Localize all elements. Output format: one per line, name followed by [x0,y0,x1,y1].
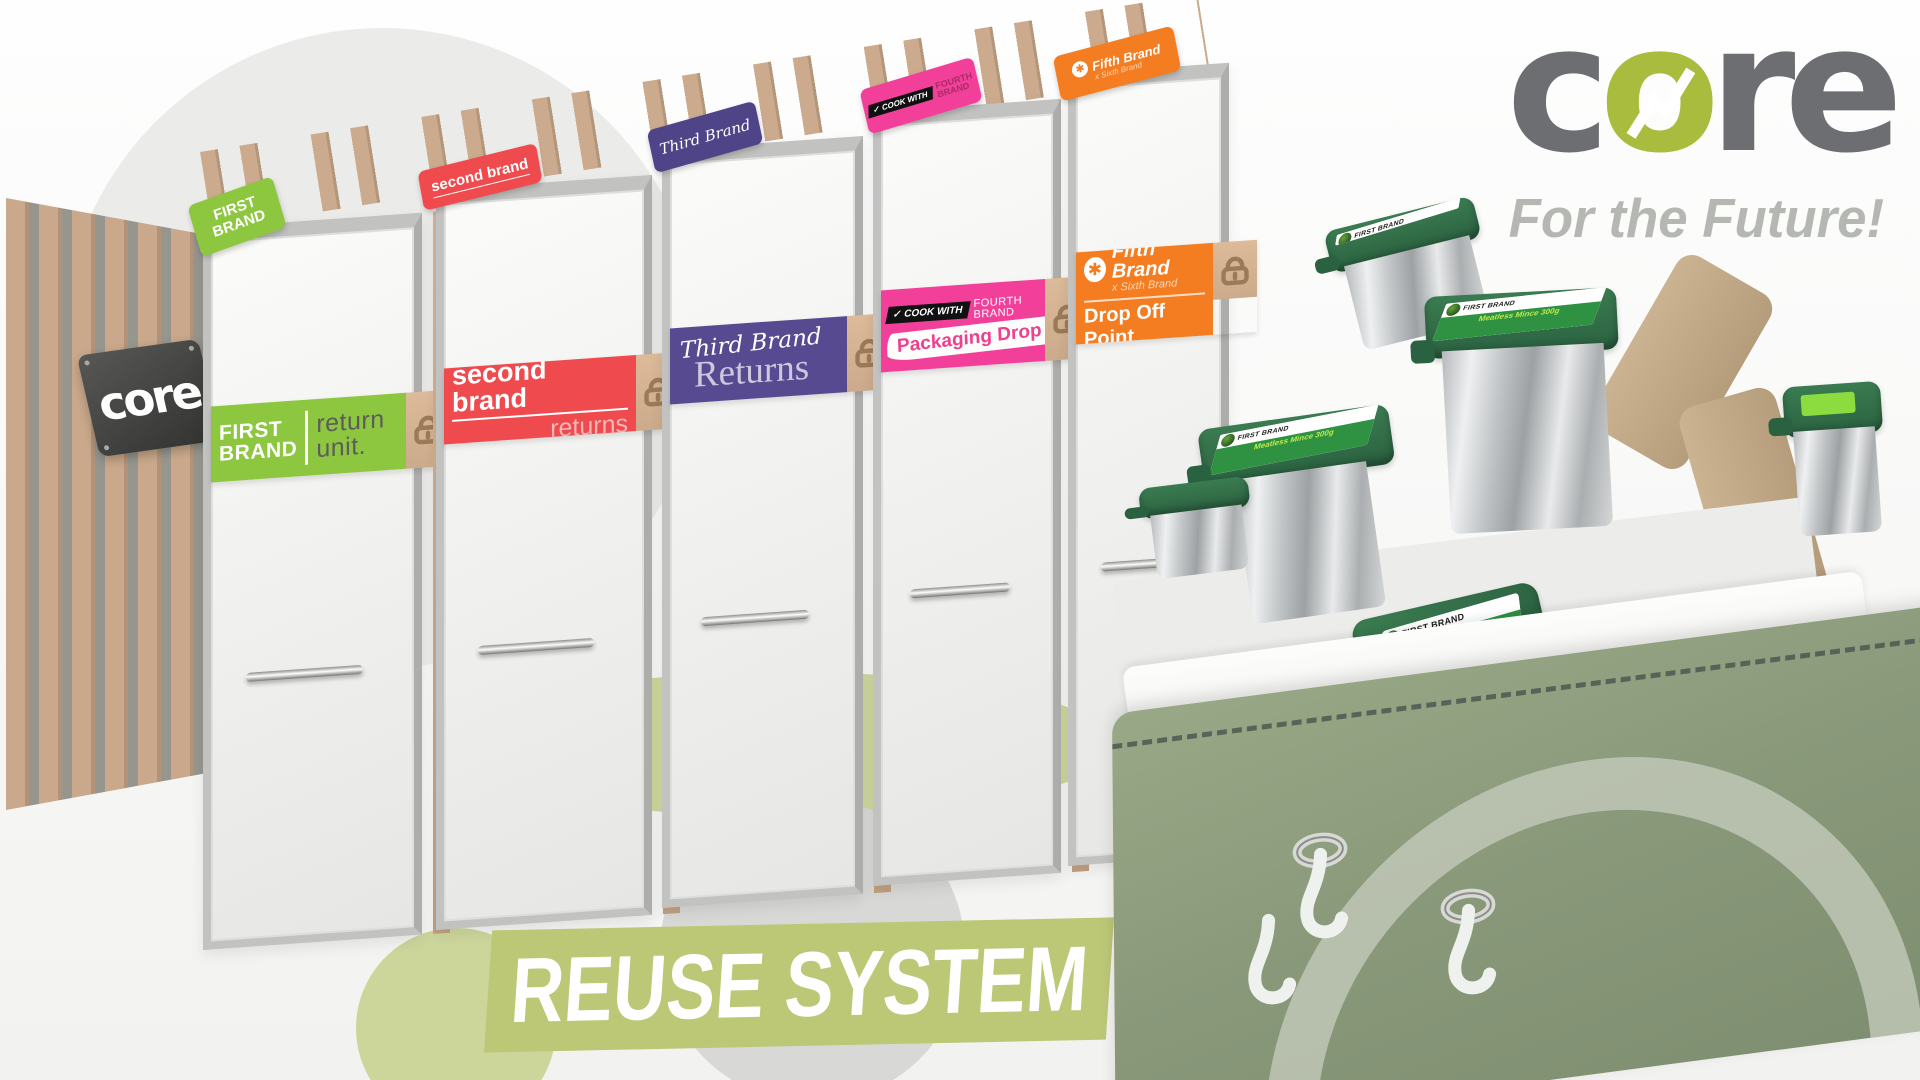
door-handle [245,664,364,683]
reusable-container [1124,475,1251,580]
logo-letters-re: re [1708,0,1904,192]
banner-label: returns [550,409,628,444]
door-handle [910,582,1010,599]
asterisk-icon: ✱ [1070,59,1090,80]
container-body [1150,504,1250,580]
padlock-panel [1213,239,1257,300]
container-label [1800,391,1856,416]
container-body [1233,461,1387,625]
reusable-container [1767,380,1884,537]
screw-dot [83,360,91,366]
screw-dot [188,345,195,352]
locker-banner-second: second brand returns [444,351,680,445]
padlock-icon [1220,252,1250,288]
brand-logo-dot [1337,230,1353,246]
reuse-system-banner: REUSE SYSTEM [484,917,1114,1053]
lid-tab [1410,340,1436,364]
banner-label: Drop Off Point [1084,299,1166,345]
locker-banner-third: Third Brand Returns [670,312,891,405]
reuse-system-text: REUSE SYSTEM [507,927,1091,1042]
door-handle [701,610,809,627]
rope-hook-icon [1440,888,1497,995]
logo-letter-c: c [1506,0,1610,192]
screw-dot [103,444,110,451]
locker-banner-fifth: ✱ Fifth Brand x Sixth Brand Drop Off Poi… [1076,239,1257,345]
asterisk-icon: ✱ [1084,256,1106,283]
lid-tab [1313,254,1341,276]
container-body [1792,426,1883,537]
cook-with-badge: ✓ COOK WITH [885,301,971,325]
wood-slat-wall [6,198,206,810]
locker-third-brand: Third Brand Third Brand Returns [646,100,891,909]
rope-hook-icon [1248,913,1297,1005]
container-body [1442,342,1613,535]
banner-divider [305,411,309,465]
lid-tab [1767,416,1794,437]
plaque-text: core [92,364,206,432]
logo-tagline: For the Future! [1508,187,1884,249]
locker-second-brand: second brand second brand returns [417,142,680,930]
logo-letter-o: o [1599,0,1720,192]
rope-hook-icon [1292,832,1349,939]
cook-with-badge: ✓ COOK WITH [868,85,933,118]
core-side-plaque: core [76,338,222,458]
door-handle [478,638,594,656]
logo-crack-icon [1626,67,1696,139]
